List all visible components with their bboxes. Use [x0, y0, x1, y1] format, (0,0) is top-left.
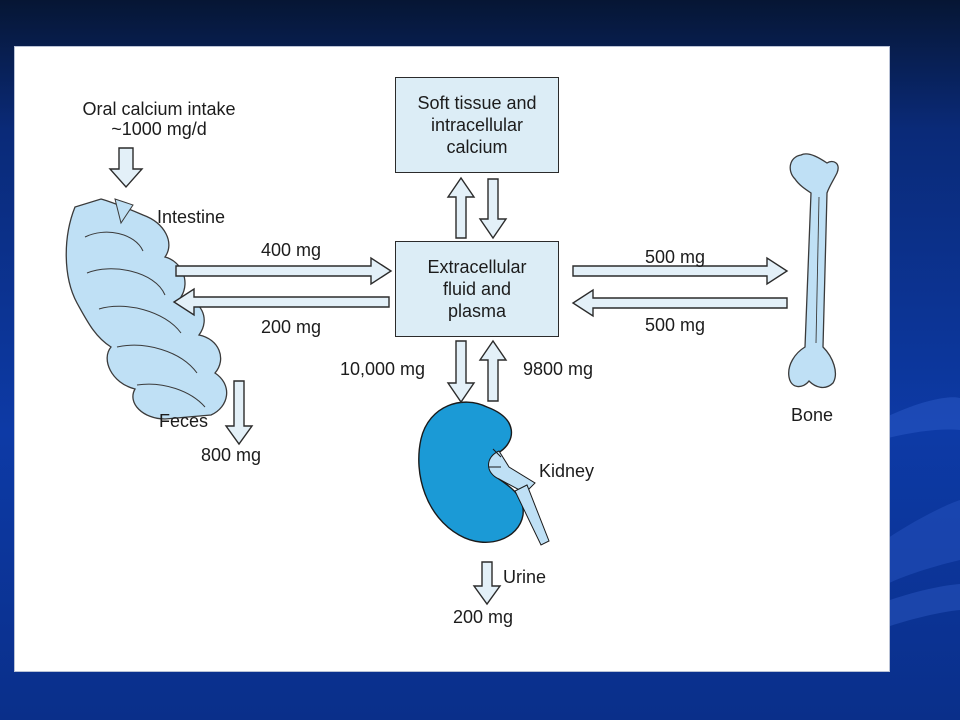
soft-tissue-line1: Soft tissue and: [417, 93, 537, 113]
extracellular-fluid-box: Extracellular fluid and plasma: [395, 241, 559, 337]
intestine-illustration: [65, 198, 228, 420]
intestine-label: Intestine: [157, 207, 226, 227]
ecf-line3: plasma: [447, 301, 506, 321]
soft-tissue-line3: calcium: [446, 137, 508, 157]
soft-tissue-box: Soft tissue and intracellular calcium: [395, 77, 559, 173]
ecf-line2: fluid and: [442, 279, 512, 299]
bone-to-ecf-arrow: [571, 288, 788, 318]
diagram-panel: .arr { fill: #e3f0f8; stroke: #2b2b2b; s…: [14, 46, 890, 672]
soft-tissue-line2: intracellular: [430, 115, 524, 135]
kidney-label: Kidney: [539, 461, 595, 481]
ecf-to-soft-tissue-arrow: [446, 176, 476, 239]
kidney-illustration: [418, 401, 550, 546]
intestine-to-ecf-arrow: [175, 256, 393, 286]
intake-arrow: [108, 147, 144, 189]
ecf-to-intestine-arrow: [172, 287, 390, 317]
feces-label: Feces: [159, 411, 209, 431]
ecf-to-bone-amount: 500 mg: [645, 247, 706, 267]
bone-illustration: [788, 153, 839, 389]
bone-label: Bone: [791, 405, 834, 425]
urine-arrow: [472, 561, 502, 606]
kidney-to-ecf-amount: 9800 mg: [523, 359, 594, 379]
urine-amount: 200 mg: [453, 607, 514, 627]
ecf-to-kidney-amount: 10,000 mg: [340, 359, 426, 379]
calcium-flow-diagram: .arr { fill: #e3f0f8; stroke: #2b2b2b; s…: [65, 147, 839, 606]
oral-intake-line1: Oral calcium intake: [82, 99, 236, 119]
ecf-line1: Extracellular: [427, 257, 527, 277]
oral-intake-label: Oral calcium intake ~1000 mg/d: [59, 99, 259, 139]
ecf-to-kidney-arrow: [446, 340, 476, 404]
kidney-to-ecf-arrow: [478, 339, 508, 402]
feces-arrow: [224, 380, 254, 446]
feces-amount: 800 mg: [201, 445, 262, 465]
soft-tissue-to-ecf-arrow: [478, 178, 508, 240]
urine-label: Urine: [503, 567, 547, 587]
oral-intake-amount: ~1000 mg/d: [111, 119, 207, 139]
ecf-to-bone-arrow: [572, 256, 789, 286]
bone-to-ecf-amount: 500 mg: [645, 315, 706, 335]
ecf-to-intestine-amount: 200 mg: [261, 317, 322, 337]
intestine-to-ecf-amount: 400 mg: [261, 240, 322, 260]
